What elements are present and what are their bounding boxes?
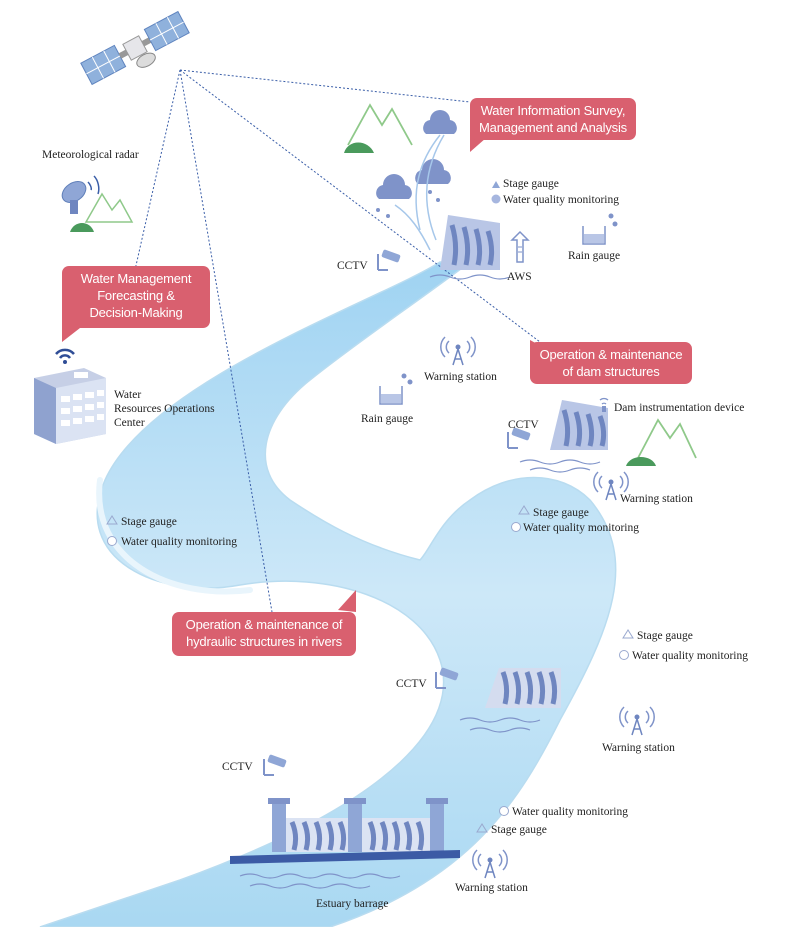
callout-line: Water Information Survey, [480,103,626,118]
label-water-quality: Water quality monitoring [512,806,628,818]
stage-gauge-icon [622,629,634,639]
mountain-icon [626,418,697,466]
callout-pointer [338,590,356,612]
stage-gauge-icon [476,823,488,833]
label-rain-gauge: Rain gauge [361,413,414,425]
radar-icon [61,175,134,232]
callout-line: Management and Analysis [479,120,627,135]
label-stage-gauge: Stage gauge [637,630,693,642]
water-quality-icon [107,536,117,546]
satellite-icon [80,10,190,86]
label-line: Center [114,417,145,429]
callout-line: Operation & maintenance [539,347,683,362]
label-cctv: CCTV [337,260,368,272]
label-rain-gauge: Rain gauge [568,250,621,262]
water-quality-icon [619,650,629,660]
water-quality-icon [511,522,521,532]
mountain-icon [344,103,413,153]
label-stage-gauge: Stage gauge [121,516,177,528]
callout-hydraulic-om: Operation & maintenance of hydraulic str… [172,612,356,656]
label-water-quality: Water quality monitoring [523,522,639,534]
label-warning-station: Warning station [424,371,497,383]
warning-station-icon [440,336,476,366]
label-stage-gauge: Stage gauge [491,824,547,836]
warning-station-icon [593,471,629,501]
cctv-icon [435,667,459,689]
label-water-quality: Water quality monitoring [121,536,237,548]
rain-gauge-icon [582,213,618,245]
stage-gauge-icon [106,515,118,525]
callout-dam-om: Operation & maintenance of dam structure… [530,342,692,384]
river-bank-line [96,477,253,595]
label-line: Resources Operations [114,403,215,415]
callout-water-management: Water Management Forecasting & Decision-… [62,266,210,328]
warning-station-icon [619,706,655,736]
label-aws: AWS [507,271,532,283]
label-warning-station: Warning station [455,882,528,894]
water-quality-icon [491,194,501,204]
cctv-icon [507,427,531,449]
label-line: Water [114,389,142,401]
satellite-link-lines [134,69,541,613]
stage-gauge-icon [492,181,500,188]
river-weir-icon [459,668,561,733]
estuary-barrage-icon [230,798,460,889]
label-stage-gauge: Stage gauge [533,507,589,519]
label-cctv: CCTV [396,678,427,690]
label-warning-station: Warning station [602,742,675,754]
callout-line: Operation & maintenance of [185,617,343,632]
aws-icon [510,230,530,263]
label-cctv: CCTV [508,419,539,431]
callout-line: Water Management [80,271,192,286]
callout-line: of dam structures [562,364,660,379]
cctv-icon [377,249,401,271]
label-cctv: CCTV [222,761,253,773]
label-water-quality: Water quality monitoring [503,194,619,206]
instrumentation-icon [599,397,609,412]
label-water-quality: Water quality monitoring [632,650,748,662]
warning-station-icon [472,849,508,879]
river [39,261,617,927]
callout-water-information: Water Information Survey, Management and… [470,98,636,140]
callout-line: Decision-Making [89,305,183,320]
label-estuary-barrage: Estuary barrage [316,898,389,910]
label-dam-instrumentation: Dam instrumentation device [614,402,745,414]
dam-structure-icon [519,400,608,473]
callout-line: hydraulic structures in rivers [186,634,342,649]
callout-line: Forecasting & [97,288,175,303]
label-stage-gauge: Stage gauge [503,178,559,190]
label-operations-center: Water Resources Operations Center [114,388,215,430]
rain-gauge-icon [379,373,413,405]
label-meteorological-radar: Meteorological radar [42,149,139,161]
top-dam-icon [429,215,511,280]
cctv-icon [263,754,287,776]
stage-gauge-icon [518,505,530,515]
operations-center-icon [34,348,106,444]
water-quality-icon [499,806,509,816]
cloud-rain-icon [376,110,457,251]
label-warning-station: Warning station [620,493,693,505]
